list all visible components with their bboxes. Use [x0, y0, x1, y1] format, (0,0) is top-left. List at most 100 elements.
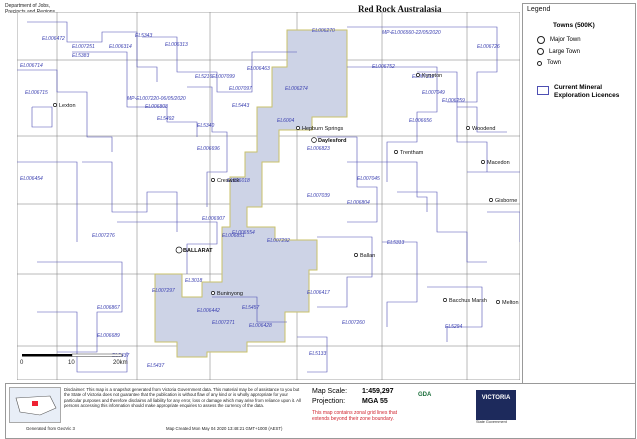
town-label[interactable]: Macedon [487, 160, 510, 166]
town-label[interactable]: Lexton [59, 103, 76, 109]
town-marker-icon [211, 291, 215, 295]
disclaimer-text: Disclaimer: This map is a snapshot gener… [64, 387, 301, 408]
town-marker-icon [53, 103, 57, 107]
licence-label[interactable]: EL5133 [309, 351, 326, 357]
victoria-inset-map [9, 387, 61, 423]
licence-label[interactable]: EL006463 [247, 66, 270, 72]
licence-label[interactable]: EL006313 [165, 42, 188, 48]
licence-label[interactable]: EL006696 [197, 146, 220, 152]
licence-label[interactable]: EL5343 [135, 33, 152, 39]
licence-label[interactable]: EL5457 [242, 305, 259, 311]
town-label[interactable]: Buninyong [217, 291, 243, 297]
town-label[interactable]: Trentham [400, 150, 424, 156]
scale-label-10: 10 [68, 360, 75, 366]
scale-label: Map Scale: [312, 388, 348, 395]
legend-panel: Legend Towns (500K) Major Town Large Tow… [522, 3, 636, 385]
licence-label[interactable]: EL5340 [197, 123, 214, 129]
licence-label[interactable]: EL006851 [222, 233, 245, 239]
licence-label[interactable]: EL006314 [109, 44, 132, 50]
licence-label[interactable]: EL5216 [195, 74, 212, 80]
licence-label[interactable]: EL007097 [229, 86, 252, 92]
licence-label[interactable]: EL3018 [185, 278, 202, 284]
town-marker-icon [416, 73, 420, 77]
zone-warning: This map contains zonal grid lines that … [312, 410, 398, 422]
licence-label[interactable]: EL6004 [277, 118, 294, 124]
licence-label[interactable]: EL006823 [307, 146, 330, 152]
projection-label: Projection: [312, 398, 346, 405]
map-canvas[interactable]: 210,000mE225,000mE240,000mE255,000mE270,… [17, 12, 520, 380]
town-marker-icon [496, 300, 500, 304]
town-label[interactable]: Hepburn Springs [302, 126, 344, 132]
department-line-1: Department of Jobs, [5, 3, 51, 9]
licence-label[interactable]: EL007099 [212, 74, 235, 80]
generated-text: Generated from GeoVic 3 [26, 426, 75, 431]
town-label[interactable]: Woodend [472, 126, 495, 132]
town-label[interactable]: Daylesford [318, 138, 346, 144]
victoria-outline-icon [15, 395, 57, 416]
town-label[interactable]: BALLARAT [183, 248, 213, 254]
licence-label[interactable]: EL5294 [445, 324, 462, 330]
town-icon [537, 60, 542, 66]
licence-label[interactable]: EL006752 [372, 64, 395, 70]
licence-label[interactable]: EL006472 [42, 36, 65, 42]
licence-label[interactable]: EL006417 [307, 290, 330, 296]
licence-label[interactable]: EL5383 [72, 53, 89, 59]
licence-label[interactable]: EL006656 [409, 118, 432, 124]
licence-label[interactable]: EL006726 [477, 44, 500, 50]
town-marker-icon [354, 253, 358, 257]
licence-label[interactable]: EL006907 [202, 216, 225, 222]
licence-label[interactable]: EL006259 [442, 98, 465, 104]
licence-label[interactable]: MP-EL006560-22/05/2020 [382, 30, 441, 36]
licence-label[interactable]: EL007260 [342, 320, 365, 326]
major-town-icon [537, 36, 545, 44]
licence-label[interactable]: EL5443 [232, 103, 249, 109]
licence-label[interactable]: EL007049 [422, 90, 445, 96]
footer-panel: Disclaimer: This map is a snapshot gener… [5, 383, 636, 439]
licence-label[interactable]: EL006714 [20, 63, 43, 69]
licence-label[interactable]: EL006867 [97, 305, 120, 311]
town-marker-icon [466, 126, 470, 130]
licence-label[interactable]: EL006018 [227, 178, 250, 184]
licence-label[interactable]: EL007292 [267, 238, 290, 244]
victoria-logo: VICTORIA [476, 390, 516, 420]
projection: Projection:MGA 55 [312, 398, 388, 405]
licence-label[interactable]: EL006270 [312, 28, 335, 34]
licence-label[interactable]: MP-EL007220-06/05/2020 [127, 96, 186, 102]
town-label[interactable]: Bacchus Marsh [449, 298, 487, 304]
company-title: Red Rock Australasia [358, 4, 442, 14]
town-label[interactable]: Ballan [360, 253, 375, 259]
town-label: Town [547, 60, 562, 66]
town-marker-icon [489, 198, 493, 202]
town-marker-icon [311, 137, 317, 143]
town-label[interactable]: Creswick [217, 178, 240, 184]
licence-label[interactable]: EL006715 [25, 90, 48, 96]
licence-label[interactable]: EL006454 [20, 176, 43, 182]
licence-label[interactable]: EL007271 [212, 320, 235, 326]
licence-label[interactable]: EL5437 [147, 363, 164, 369]
licence-label[interactable]: EL006808 [145, 104, 168, 110]
licence-label[interactable]: EL007251 [72, 44, 95, 50]
licence-label[interactable]: EL006428 [249, 323, 272, 329]
licence-label[interactable]: EL006689 [97, 333, 120, 339]
large-town-label: Large Town [549, 48, 580, 55]
licence-label[interactable]: EL5313 [387, 240, 404, 246]
town-marker-icon [296, 126, 300, 130]
towns-heading: Towns (500K) [553, 22, 595, 29]
town-label[interactable]: Gisborne [495, 198, 517, 204]
licence-label[interactable]: EL006554 [232, 230, 255, 236]
town-label[interactable]: Kyneton [422, 73, 442, 79]
licence-label[interactable]: EL007297 [152, 288, 175, 294]
licence-label[interactable]: EL006442 [197, 308, 220, 314]
town-label[interactable]: Melton [502, 300, 519, 306]
created-text: Map Created Mon May 04 2020 13:48:21 GMT… [166, 426, 283, 431]
licence-label[interactable]: EL5492 [157, 116, 174, 122]
licence-label[interactable]: EL007045 [357, 176, 380, 182]
licence-label[interactable]: EL007112 [412, 74, 435, 80]
licence-label[interactable]: EL006274 [285, 86, 308, 92]
licence-label[interactable]: EL006804 [347, 200, 370, 206]
scale-value: 1:459,297 [362, 388, 394, 395]
licence-label[interactable]: EL007039 [307, 193, 330, 199]
scale-label-20: 20km [113, 360, 128, 366]
licence-label[interactable]: EL007276 [92, 233, 115, 239]
